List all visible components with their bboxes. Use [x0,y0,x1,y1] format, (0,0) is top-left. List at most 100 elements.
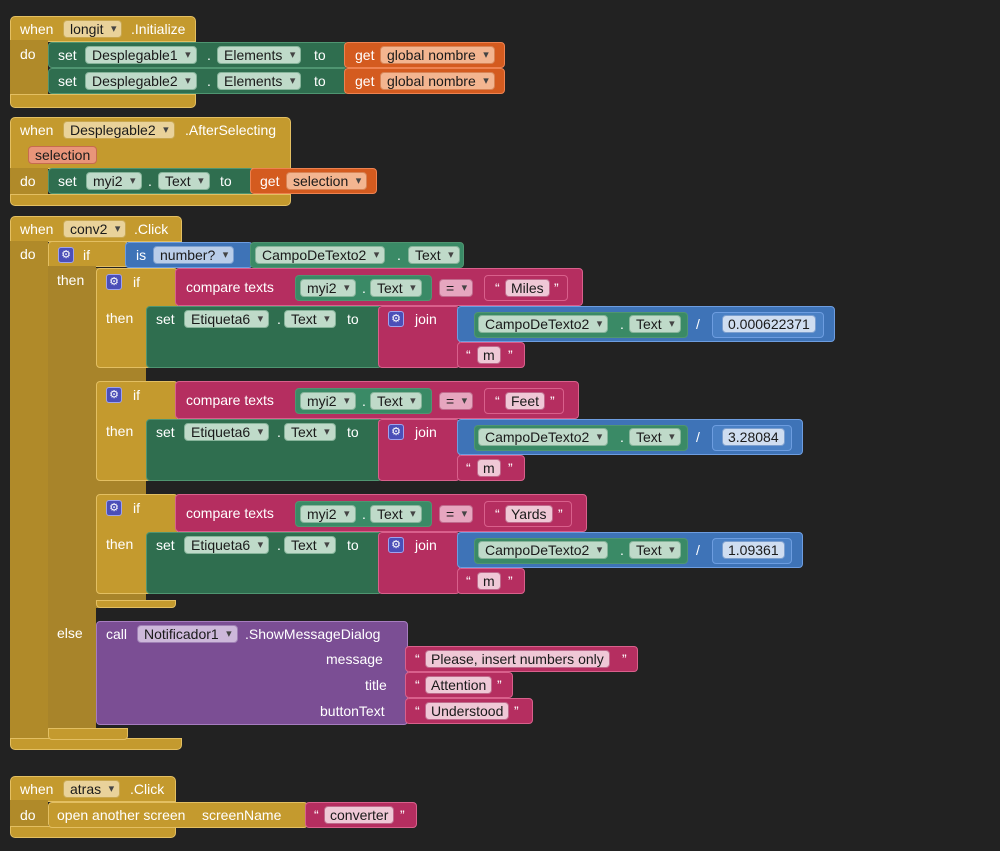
component-dropdown[interactable]: myi2 [300,505,356,523]
component-dropdown[interactable]: Notificador1 [137,625,238,643]
text-literal[interactable]: m [477,572,501,590]
variable-dropdown[interactable]: global nombre [380,46,495,64]
property-dropdown[interactable]: Text [370,392,422,410]
component-dropdown[interactable]: myi2 [300,279,356,297]
then-label: then [106,310,134,326]
component-dropdown[interactable]: CampoDeTexto2 [478,541,609,559]
number-literal[interactable]: 0.000622371 [722,315,816,333]
quote-open: “ [415,677,420,693]
title-text-literal[interactable]: Attention [425,676,493,694]
component-dropdown[interactable]: CampoDeTexto2 [478,428,609,446]
buttontext-text-literal[interactable]: Understood [425,702,510,720]
do-label: do [20,807,36,823]
component-dropdown[interactable]: CampoDeTexto2 [478,315,609,333]
quote-close: ” [550,393,555,409]
property-dropdown[interactable]: Text [370,279,422,297]
operator-dropdown[interactable]: = [439,392,474,410]
message-text-literal[interactable]: Please, insert numbers only [425,650,610,668]
get-label: get [355,47,375,63]
component-dropdown[interactable]: Desplegable1 [85,46,197,64]
component-dropdown[interactable]: longit [63,20,123,38]
mutator-gear-icon[interactable]: ⚙ [106,500,122,516]
variable-dropdown[interactable]: selection [286,172,368,190]
component-dropdown[interactable]: Etiqueta6 [184,423,270,441]
quote-close: ” [400,807,405,823]
dot-label: . [277,424,281,440]
quote-open: “ [466,573,471,589]
if-label: if [133,274,140,290]
number-literal[interactable]: 3.28084 [722,428,785,446]
quote-open: “ [466,460,471,476]
text-literal[interactable]: Yards [505,505,553,523]
mutator-gear-icon[interactable]: ⚙ [58,247,74,263]
property-dropdown[interactable]: Text [284,536,336,554]
property-dropdown[interactable]: Text [629,428,681,446]
to-label: to [314,73,326,89]
property-dropdown[interactable]: Elements [217,72,302,90]
set-label: set [156,424,175,440]
text-literal[interactable]: m [477,346,501,364]
mutator-gear-icon[interactable]: ⚙ [106,387,122,403]
screen-name-text-literal[interactable]: converter [324,806,395,824]
property-dropdown[interactable]: Text [629,315,681,333]
number-literal[interactable]: 1.09361 [722,541,785,559]
component-dropdown[interactable]: atras [63,780,121,798]
if-label: if [133,500,140,516]
quote-open: “ [415,703,420,719]
component-dropdown[interactable]: Etiqueta6 [184,536,270,554]
if-label: if [133,387,140,403]
quote-close: ” [514,703,519,719]
dot-label: . [207,73,211,89]
to-label: to [347,311,359,327]
set-label: set [58,47,77,63]
dot-label: . [207,47,211,63]
property-dropdown[interactable]: Text [284,423,336,441]
component-dropdown[interactable]: myi2 [300,392,356,410]
method-label: .ShowMessageDialog [245,626,381,642]
quote-close: ” [508,347,513,363]
set-block[interactable] [48,168,254,194]
message-arg-label: message [326,651,383,667]
text-literal[interactable]: Feet [505,392,546,410]
to-label: to [347,537,359,553]
component-dropdown[interactable]: Desplegable2 [63,121,175,139]
event-parameter[interactable]: selection [28,146,98,164]
divide-operator: / [696,429,700,445]
do-label: do [20,173,36,189]
property-dropdown[interactable]: Text [370,505,422,523]
property-dropdown[interactable]: Text [284,310,336,328]
property-dropdown[interactable]: Text [629,541,681,559]
to-label: to [220,173,232,189]
is-number-dropdown[interactable]: number? [153,246,235,264]
property-dropdown[interactable]: Text [158,172,210,190]
do-label: do [20,46,36,62]
mutator-gear-icon[interactable]: ⚙ [106,274,122,290]
dot-label: . [148,173,152,189]
component-dropdown[interactable]: Etiqueta6 [184,310,270,328]
else-label: else [57,625,83,641]
join-label: join [415,537,437,553]
event-label: .Click [134,221,169,237]
set-label: set [156,311,175,327]
when-label: when [20,221,54,237]
component-dropdown[interactable]: conv2 [63,220,127,238]
mutator-gear-icon[interactable]: ⚙ [388,424,404,440]
set-label: set [58,73,77,89]
component-dropdown[interactable]: myi2 [86,172,142,190]
mutator-gear-icon[interactable]: ⚙ [388,311,404,327]
operator-dropdown[interactable]: = [439,279,474,297]
variable-dropdown[interactable]: global nombre [380,72,495,90]
component-dropdown[interactable]: CampoDeTexto2 [255,246,386,264]
quote-close: ” [508,573,513,589]
then-label: then [57,272,85,288]
component-dropdown[interactable]: Desplegable2 [85,72,197,90]
dot-label: . [620,542,624,558]
quote-open: “ [495,280,500,296]
property-dropdown[interactable]: Text [408,246,460,264]
text-literal[interactable]: m [477,459,501,477]
mutator-gear-icon[interactable]: ⚙ [388,537,404,553]
open-another-screen-block[interactable] [48,802,308,828]
operator-dropdown[interactable]: = [439,505,474,523]
property-dropdown[interactable]: Elements [217,46,302,64]
text-literal[interactable]: Miles [505,279,550,297]
